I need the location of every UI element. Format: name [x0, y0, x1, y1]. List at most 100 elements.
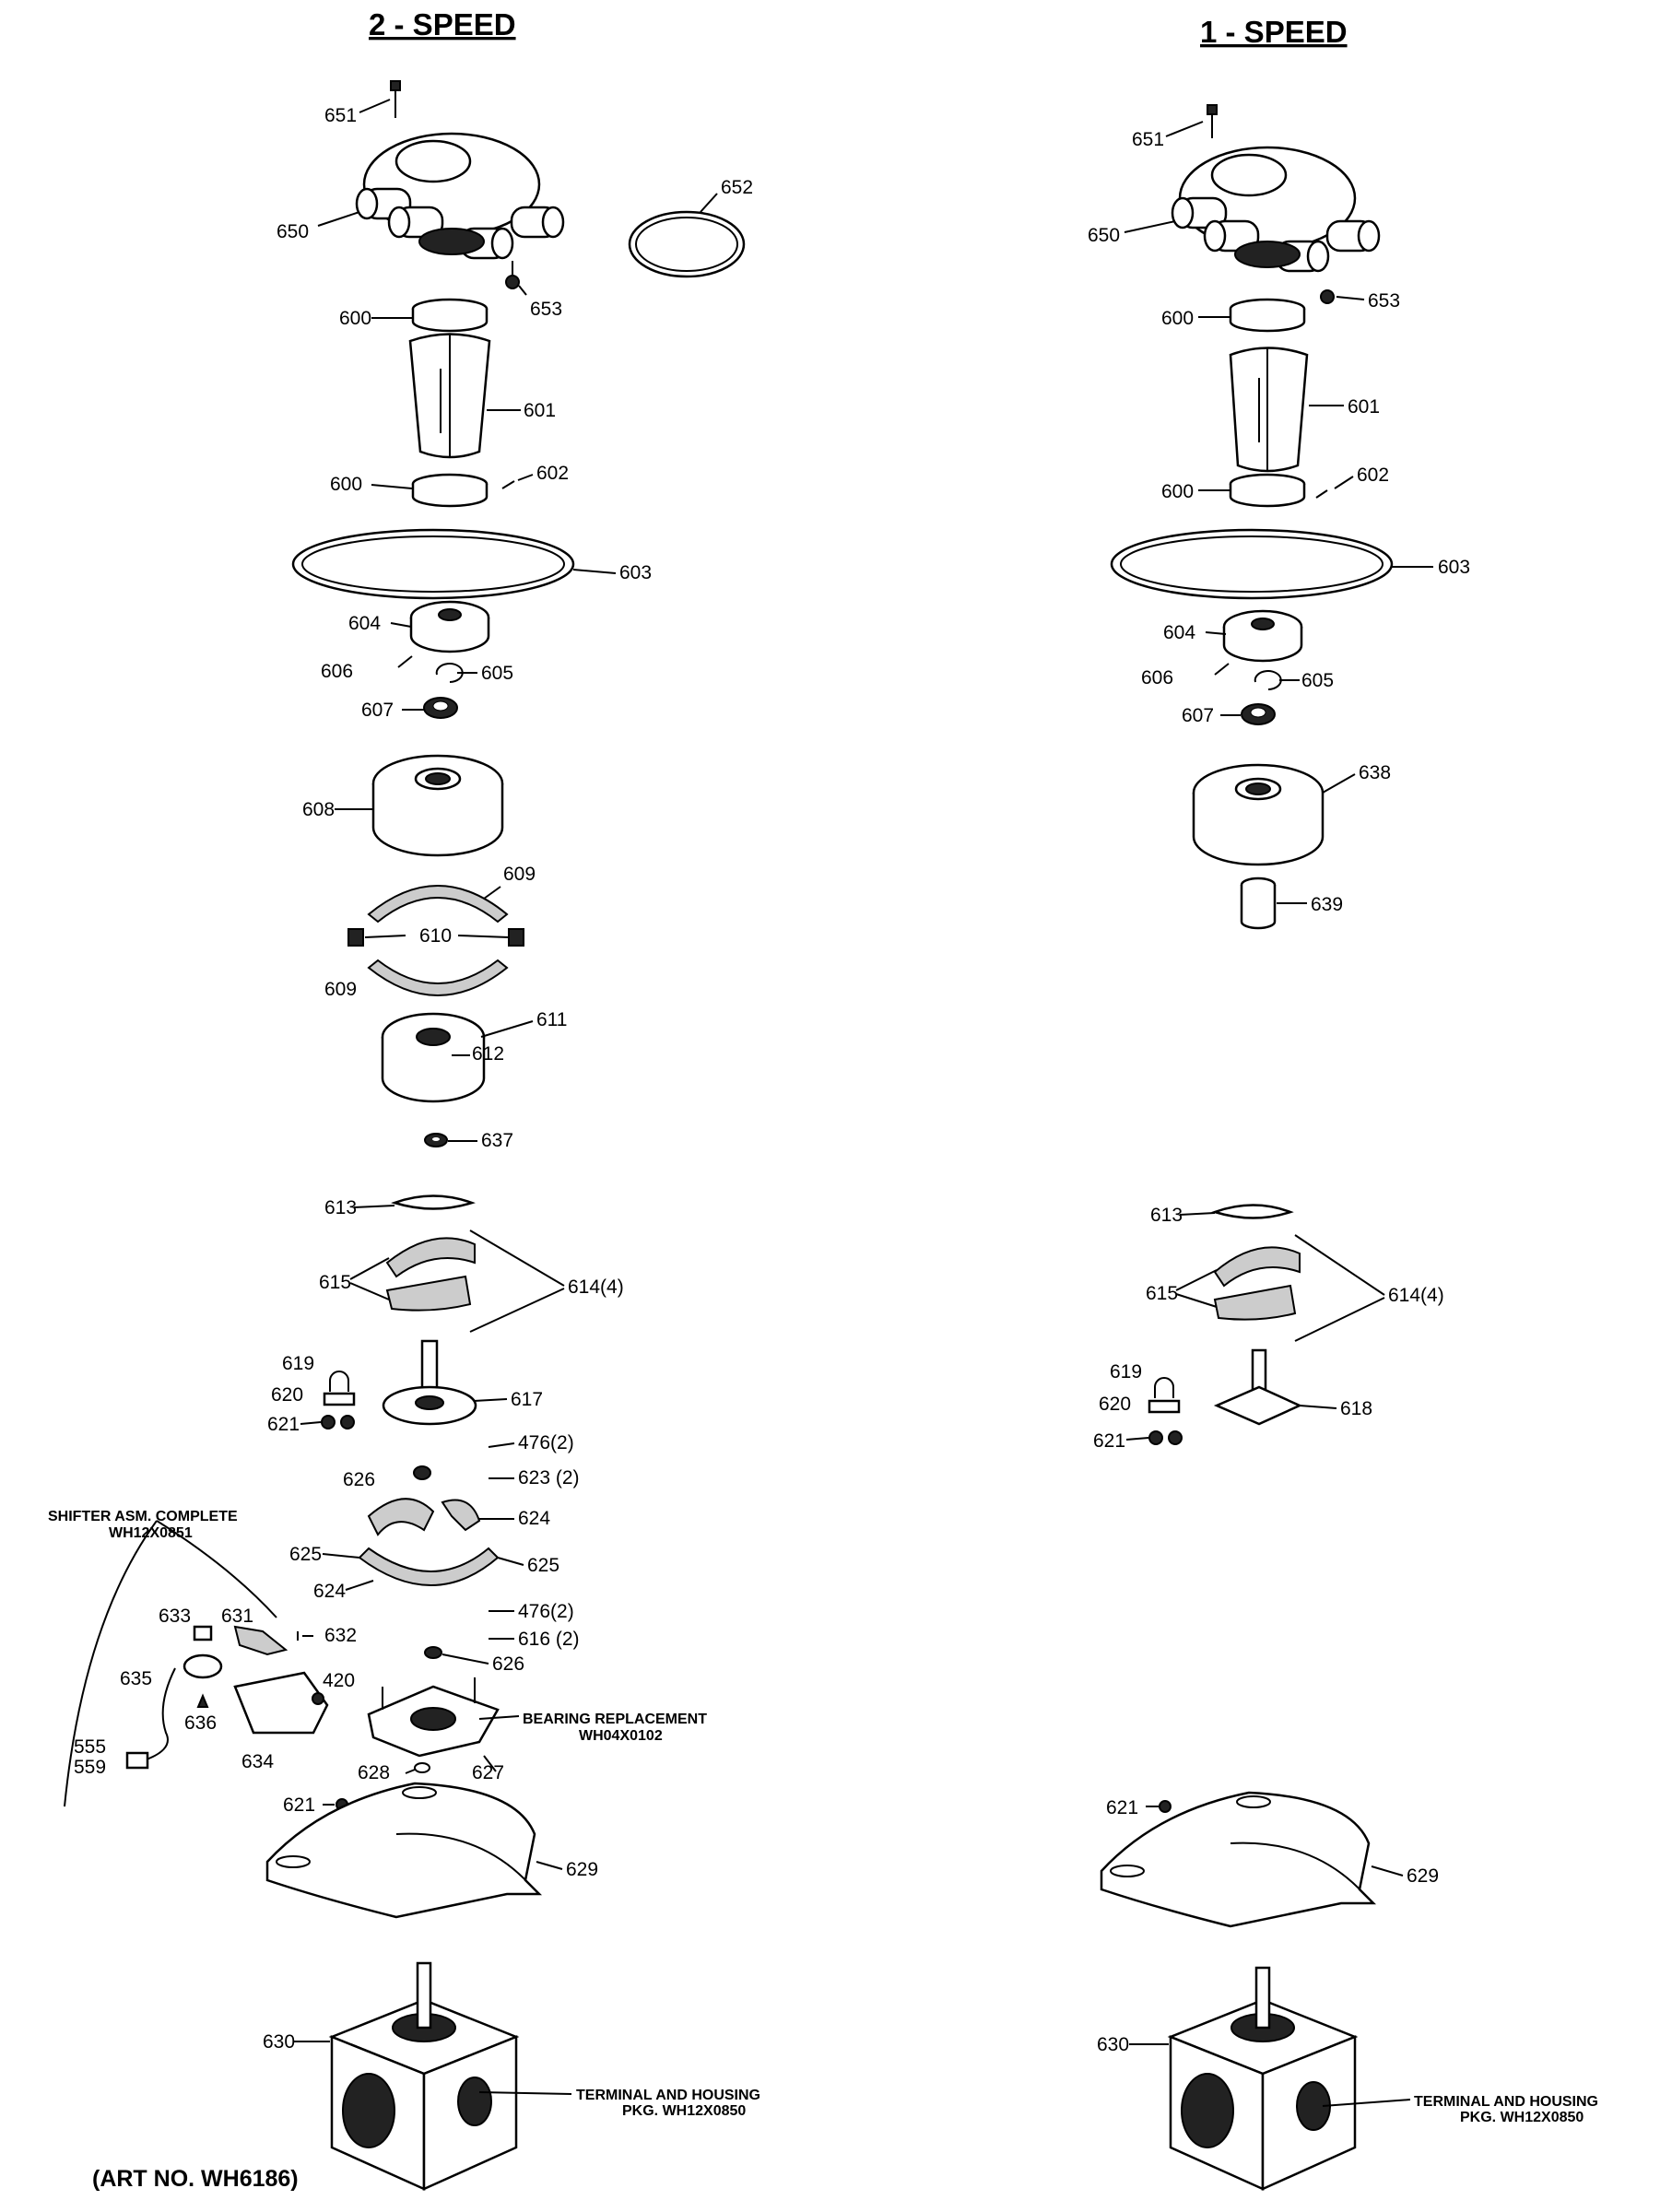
label-r-613: 613 — [1150, 1205, 1183, 1226]
label-653: 653 — [530, 299, 562, 320]
part-651-screw-r — [1207, 104, 1218, 138]
right-labels: 651 650 653 600 601 600 602 603 604 606 … — [1088, 129, 1598, 2125]
label-625-a: 625 — [289, 1544, 322, 1565]
label-r-653: 653 — [1368, 290, 1400, 312]
part-615-block-bottom-r — [1213, 1284, 1297, 1321]
part-606-pin — [397, 655, 413, 668]
art-number: (ART NO. WH6186) — [92, 2166, 299, 2192]
part-607-bearing-r — [1241, 703, 1276, 725]
part-604-pulley — [409, 600, 490, 653]
part-631-lever — [233, 1625, 288, 1656]
label-r-650: 650 — [1088, 225, 1120, 246]
label-629: 629 — [566, 1859, 598, 1880]
part-420-screw — [312, 1692, 324, 1705]
part-629-base-plate-r — [1100, 1791, 1377, 1928]
right-leader-lines — [1124, 121, 1433, 2107]
label-603: 603 — [619, 562, 652, 583]
label-606: 606 — [321, 661, 353, 682]
part-620-plate-r — [1148, 1399, 1181, 1414]
left-labels: 651 650 652 653 600 601 600 602 603 604 … — [48, 105, 760, 2119]
label-650: 650 — [277, 221, 309, 242]
part-613-spring-clip-r — [1211, 1204, 1294, 1219]
part-625-shoe-ring — [358, 1547, 500, 1586]
label-620: 620 — [271, 1384, 303, 1406]
part-630-motor-r — [1167, 1966, 1359, 2191]
label-612: 612 — [472, 1043, 504, 1065]
part-653-screw — [505, 261, 520, 289]
label-632: 632 — [324, 1625, 357, 1646]
part-621-nut-b — [340, 1415, 355, 1430]
part-619-u-clip — [329, 1371, 349, 1392]
label-r-605: 605 — [1301, 670, 1334, 691]
part-602-screw-r — [1315, 489, 1328, 499]
part-612-hub — [381, 1012, 486, 1103]
label-r-606: 606 — [1141, 667, 1173, 688]
part-653-screw-r — [1320, 289, 1335, 304]
label-610: 610 — [419, 925, 452, 947]
part-621-nut-r-b — [1168, 1430, 1183, 1445]
label-r-619: 619 — [1110, 1361, 1142, 1382]
part-652-o-ring-inner — [635, 217, 738, 272]
label-609-top: 609 — [503, 864, 536, 885]
label-607: 607 — [361, 700, 394, 721]
label-630: 630 — [263, 2031, 295, 2053]
label-621-a: 621 — [267, 1414, 300, 1435]
part-600-clamp-top-r — [1229, 298, 1306, 333]
label-r-639: 639 — [1311, 894, 1343, 915]
label-559: 559 — [74, 1757, 106, 1778]
label-617: 617 — [511, 1389, 543, 1410]
note-bearing-2: WH04X0102 — [579, 1728, 663, 1744]
label-625-b: 625 — [527, 1555, 559, 1576]
part-613-spring-clip — [391, 1194, 476, 1210]
label-626-a: 626 — [343, 1469, 375, 1490]
part-600-clamp-top — [411, 298, 489, 333]
part-615-block-top — [385, 1237, 476, 1278]
label-611: 611 — [536, 1009, 567, 1030]
note-bearing-1: BEARING REPLACEMENT — [523, 1712, 707, 1727]
label-r-614: 614(4) — [1388, 1285, 1444, 1306]
note-terminal-right-1: TERMINAL AND HOUSING — [1414, 2094, 1598, 2110]
note-terminal-left-1: TERMINAL AND HOUSING — [576, 2088, 760, 2103]
part-615-block-bottom — [385, 1275, 472, 1312]
part-609-shoe-bottom — [367, 959, 509, 996]
part-619-u-clip-r — [1154, 1377, 1174, 1398]
label-628: 628 — [358, 1762, 390, 1783]
part-626-coupling-bottom — [424, 1646, 442, 1659]
note-shifter-2: WH12X0851 — [109, 1525, 193, 1541]
label-614: 614(4) — [568, 1277, 624, 1298]
title-2-speed: 2 - SPEED — [369, 7, 516, 41]
label-r-600-top: 600 — [1161, 308, 1194, 329]
part-603-belt — [291, 528, 575, 600]
part-615-block-top-r — [1213, 1246, 1301, 1288]
part-601-sleeve-r — [1229, 347, 1309, 473]
part-610-spring-right — [508, 928, 524, 947]
label-651: 651 — [324, 105, 357, 126]
label-627: 627 — [472, 1762, 504, 1783]
shifter-bracket-curve — [64, 1520, 158, 1807]
part-650-pump — [355, 132, 565, 260]
part-602-screw — [501, 480, 515, 489]
part-620-plate — [323, 1392, 356, 1406]
part-605-ring-r — [1254, 670, 1282, 690]
label-652: 652 — [721, 177, 753, 198]
label-r-607: 607 — [1182, 705, 1214, 726]
label-r-630: 630 — [1097, 2034, 1129, 2055]
part-608-drum — [371, 754, 504, 857]
label-r-604: 604 — [1163, 622, 1195, 643]
label-r-621-a: 621 — [1093, 1430, 1125, 1452]
part-635-switch — [137, 1653, 223, 1763]
note-terminal-right-2: PKG. WH12X0850 — [1460, 2110, 1584, 2125]
label-476-a: 476(2) — [518, 1432, 574, 1453]
label-r-603: 603 — [1438, 557, 1470, 578]
part-600-clamp-bottom — [411, 473, 489, 508]
part-634-bracket — [233, 1671, 329, 1735]
label-600-bottom: 600 — [330, 474, 362, 495]
label-626-b: 626 — [492, 1653, 524, 1675]
label-r-615: 615 — [1146, 1283, 1178, 1304]
part-617-shaft-plate — [382, 1339, 477, 1426]
label-615: 615 — [319, 1272, 351, 1293]
label-r-621-b: 621 — [1106, 1797, 1138, 1818]
label-609-bottom: 609 — [324, 979, 357, 1000]
part-639-bushing-r — [1240, 877, 1277, 930]
